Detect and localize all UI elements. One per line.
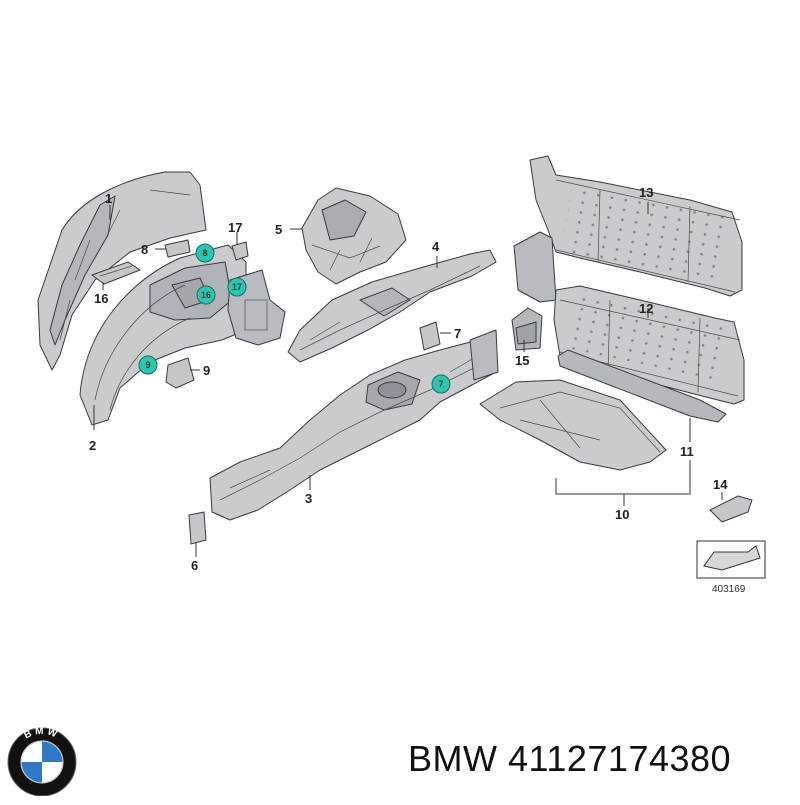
view-direction-arrow-icon [703,545,761,571]
callout-4: 4 [432,239,440,254]
part-5-bracket-assembly [301,187,407,285]
part-number-caption: BMW 41127174380 [408,738,732,779]
svg-text:BMW: BMW [22,726,61,741]
highlight-marker-9: 9 [138,355,158,375]
callout-1: 1 [105,191,112,206]
svg-text:17: 17 [232,282,242,292]
callout-9: 9 [203,363,210,378]
highlight-marker-16: 16 [196,285,216,305]
part-17-bracket [231,241,249,261]
part-11-cross-strip [557,349,727,423]
part-6-bracket [188,511,207,545]
callout-5: 5 [275,222,282,237]
callout-17: 17 [228,220,242,235]
callout-16: 16 [94,291,108,306]
diagram-number-box: 403169 [696,540,766,595]
highlight-marker-8: 8 [195,243,215,263]
highlight-marker-17: 17 [227,277,247,297]
part-4-upper-rail [287,249,497,363]
svg-text:16: 16 [201,290,211,300]
svg-text:7: 7 [438,379,443,389]
callout-10: 10 [615,507,629,522]
callout-13: 13 [639,185,653,200]
callout-12: 12 [639,301,653,316]
part-3-longitudinal-member [209,329,499,521]
callout-11: 11 [680,444,694,459]
callout-6: 6 [191,558,198,573]
part-8-bracket [164,239,191,258]
part-13-upper-rear-panel [529,155,743,297]
highlight-marker-7: 7 [431,374,451,394]
part-14-bracket [709,495,753,523]
callout-2: 2 [89,438,96,453]
part-1-wheel-arch-inner [37,171,207,371]
callout-14: 14 [713,477,728,492]
highlighted-markers: 8 16 17 9 7 [138,243,451,394]
part-12-mid-rear-panel [513,231,745,405]
callout-7: 7 [454,326,461,341]
part-7-bracket [419,321,441,351]
callout-labels: 1 2 3 4 5 6 7 8 9 10 11 12 13 14 15 16 1… [89,185,728,573]
svg-text:8: 8 [202,248,207,258]
part-9-bracket [165,357,195,389]
svg-text:9: 9 [145,360,150,370]
leader-lines [93,202,723,557]
part-16-bracket [91,261,141,285]
bmw-logo-icon: BMW [7,726,77,796]
callout-8: 8 [141,242,148,257]
callout-15: 15 [515,353,529,368]
part-10-floor-panel [479,379,667,471]
part-15-bracket [511,307,543,351]
diagram-number: 403169 [712,584,746,595]
callout-3: 3 [305,491,312,506]
